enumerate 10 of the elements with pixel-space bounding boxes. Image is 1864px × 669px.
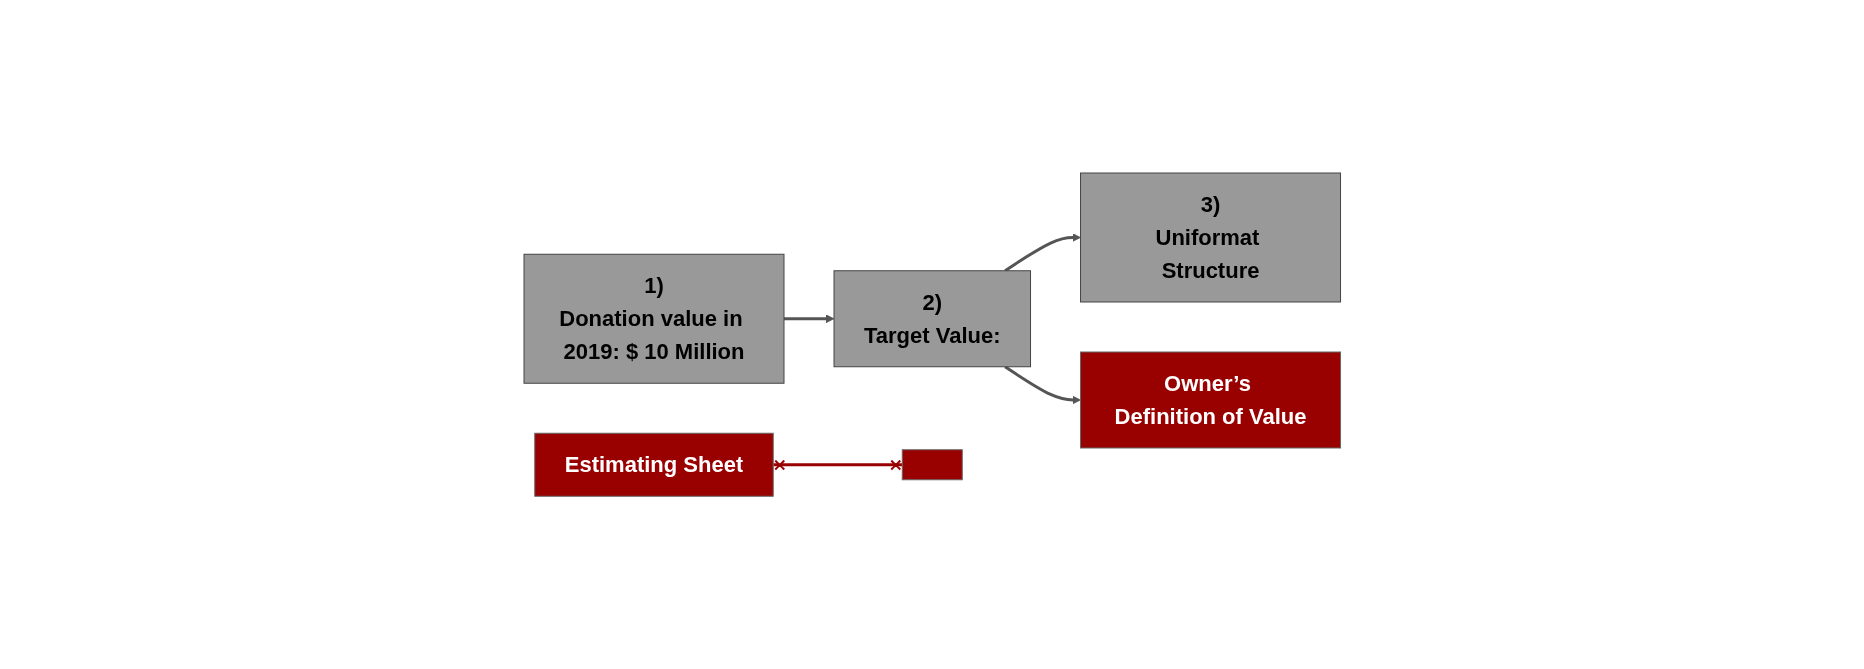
node-box: 3) Uniformat Structure bbox=[1079, 172, 1341, 303]
arrow bbox=[1004, 365, 1081, 405]
node-box: 2) Target Value: bbox=[833, 270, 1031, 368]
arrow bbox=[783, 314, 835, 323]
node-box bbox=[901, 449, 963, 481]
node-box: Estimating Sheet bbox=[534, 432, 774, 497]
arrow bbox=[1004, 233, 1081, 272]
node-box: 1) Donation value in 2019: $ 10 Million bbox=[523, 253, 785, 384]
connector bbox=[773, 459, 902, 471]
node-box: Owner’s Definition of Value bbox=[1079, 351, 1341, 449]
